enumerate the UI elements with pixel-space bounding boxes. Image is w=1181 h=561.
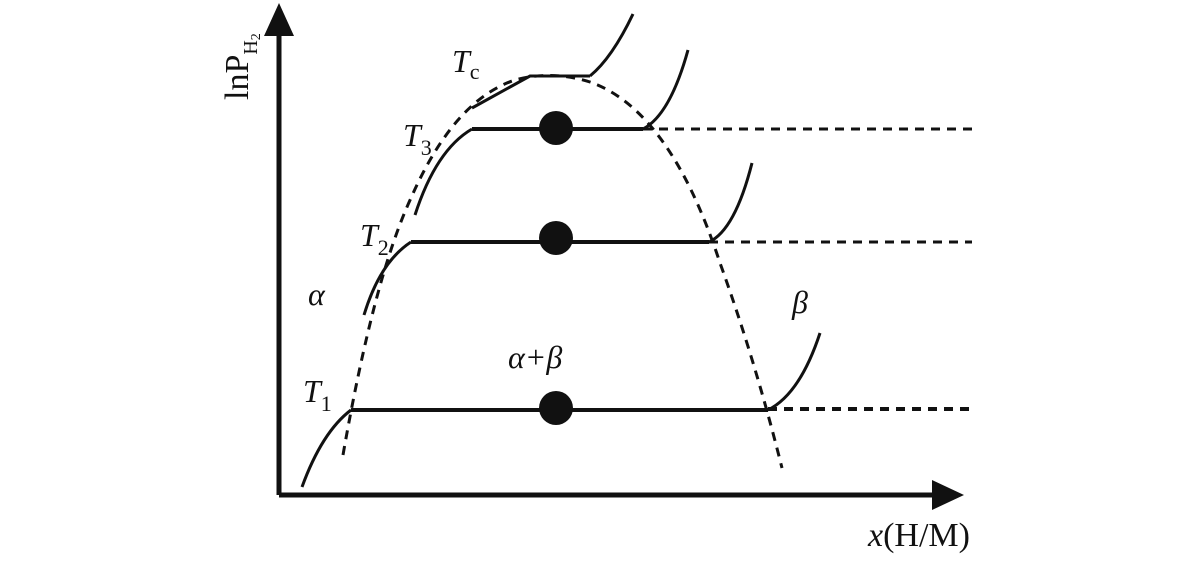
label-tc-main: T [452, 43, 472, 79]
label-alpha: α [308, 276, 326, 312]
label-t3: T3 [403, 117, 432, 160]
label-t2-sub: 2 [378, 235, 389, 260]
x-axis-label-var: x [867, 517, 883, 554]
isotherm-t3-point [539, 111, 573, 145]
isotherm-t2 [362, 162, 972, 316]
label-t1: T1 [303, 373, 332, 416]
isotherm-t2-beta-branch [708, 162, 754, 244]
x-axis-arrow-icon [932, 480, 964, 510]
axes [264, 3, 964, 510]
label-tc: Tc [452, 43, 480, 84]
label-t3-sub: 3 [421, 135, 432, 160]
label-t2-main: T [360, 217, 380, 253]
isotherm-tc [471, 13, 635, 110]
label-tc-sub: c [470, 59, 480, 84]
isotherm-t3-beta-branch [642, 49, 690, 131]
isotherm-tc-left [471, 74, 590, 110]
svg-text:lnPH2: lnPH2 [219, 33, 264, 100]
label-alpha-beta: α+β [508, 339, 562, 375]
y-axis-label-main: lnP [219, 55, 256, 100]
y-axis-label-sub2: 2 [249, 33, 264, 40]
label-t3-main: T [403, 117, 423, 153]
isotherm-t1-point [539, 391, 573, 425]
isotherm-t1 [300, 332, 972, 488]
isotherm-t1-alpha-branch [300, 408, 352, 488]
x-axis-label-units: (H/M) [883, 517, 970, 554]
x-axis-label: x(H/M) [867, 517, 970, 554]
isotherm-t2-alpha-branch [362, 240, 412, 316]
y-axis-arrow-icon [264, 3, 294, 36]
isotherm-t3 [413, 49, 972, 216]
y-axis-label-sub: H [240, 40, 262, 54]
y-axis-label: lnPH2 [219, 33, 264, 100]
label-beta: β [791, 284, 808, 320]
label-t1-sub: 1 [321, 391, 332, 416]
isotherm-t2-point [539, 221, 573, 255]
label-t2: T2 [360, 217, 389, 260]
label-t1-main: T [303, 373, 323, 409]
isotherm-t1-beta-branch [767, 332, 822, 412]
isotherm-t3-alpha-branch [413, 127, 473, 216]
isotherm-tc-right [589, 13, 635, 78]
